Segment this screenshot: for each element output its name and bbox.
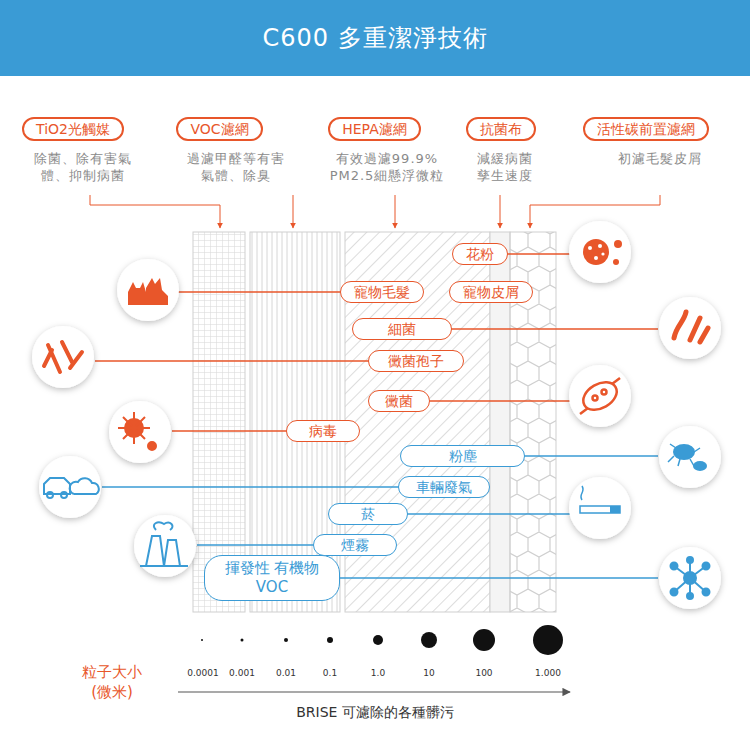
pollutant-tag: 寵物毛髮: [340, 281, 424, 303]
filter-tag: HEPA濾網: [328, 117, 421, 141]
tag-text: 黴菌孢子: [381, 352, 451, 370]
tag-text: 活性碳前置濾網: [597, 120, 695, 138]
size-axis: [178, 691, 570, 692]
axis-title: 粒子大小 (微米): [79, 662, 145, 702]
pollutant-lines: [95, 254, 658, 578]
filter-tag: 活性碳前置濾網: [583, 117, 709, 141]
pollutant-tag: 細菌: [352, 318, 452, 340]
filter-description: 減緩病菌 孳生速度: [474, 150, 536, 184]
pollutant-tag: 菸: [328, 503, 408, 525]
tag-text: 寵物毛髮: [353, 283, 411, 301]
tag-text: 黴菌: [381, 392, 417, 410]
filter-description: 過濾甲醛等有害 氣體、除臭: [184, 150, 288, 184]
tag-text: 細菌: [365, 320, 439, 338]
scale-value: 0.001: [217, 667, 267, 680]
tag-text: VOC濾網: [190, 120, 249, 138]
pollutant-tag: 煙霧: [313, 534, 397, 556]
pollutant-tag: 黴菌: [368, 390, 430, 412]
tag-text: 病毒: [299, 422, 347, 440]
tag-text: 煙霧: [326, 536, 384, 554]
filter-layers: [193, 232, 556, 612]
tag-text: 揮發性 有機物VOC: [215, 559, 329, 597]
title: C600 多重潔淨技術: [0, 0, 750, 76]
pollutant-tag: 病毒: [286, 420, 360, 442]
leader-lines: [90, 195, 660, 228]
scale-value: 100: [459, 667, 509, 680]
scale-value: 0.01: [261, 667, 311, 680]
pollutant-tag: 粉塵: [400, 445, 525, 467]
caption-note: BRISE 可濾除的各種髒污: [225, 703, 525, 721]
tag-text: 車輛廢氣: [411, 478, 477, 496]
pollutant-tag: 黴菌孢子: [368, 350, 464, 372]
tag-text: 粉塵: [413, 447, 512, 465]
tag-text: HEPA濾網: [342, 120, 407, 138]
size-dots: [201, 625, 563, 655]
pollutant-tag: 花粉: [452, 243, 508, 265]
pollutant-tag: 揮發性 有機物VOC: [204, 555, 340, 601]
pollutant-icons: [32, 221, 721, 609]
scale-value: 10: [404, 667, 454, 680]
scale-value: 1.000: [523, 667, 573, 680]
filter-description: 除菌、除有害氣 體、抑制病菌: [31, 150, 135, 184]
tag-text: 花粉: [465, 245, 495, 263]
filter-description: 初濾毛髮皮屑: [580, 150, 740, 167]
pollutant-tag: 寵物皮屑: [449, 281, 533, 303]
filter-tag: TiO2光觸媒: [22, 117, 124, 141]
tag-text: 菸: [341, 505, 395, 523]
filter-tag: VOC濾網: [176, 117, 263, 141]
tag-text: TiO2光觸媒: [36, 120, 110, 138]
tag-text: 寵物皮屑: [462, 283, 520, 301]
tag-text: 抗菌布: [480, 120, 522, 138]
filter-tag: 抗菌布: [466, 117, 536, 141]
scale-value: 0.1: [305, 667, 355, 680]
scale-value: 1.0: [353, 667, 403, 680]
pollutant-tag: 車輛廢氣: [398, 476, 490, 498]
scale-value: 0.0001: [178, 667, 228, 680]
filter-description: 有效過濾99.9% PM2.5細懸浮微粒: [327, 150, 448, 184]
